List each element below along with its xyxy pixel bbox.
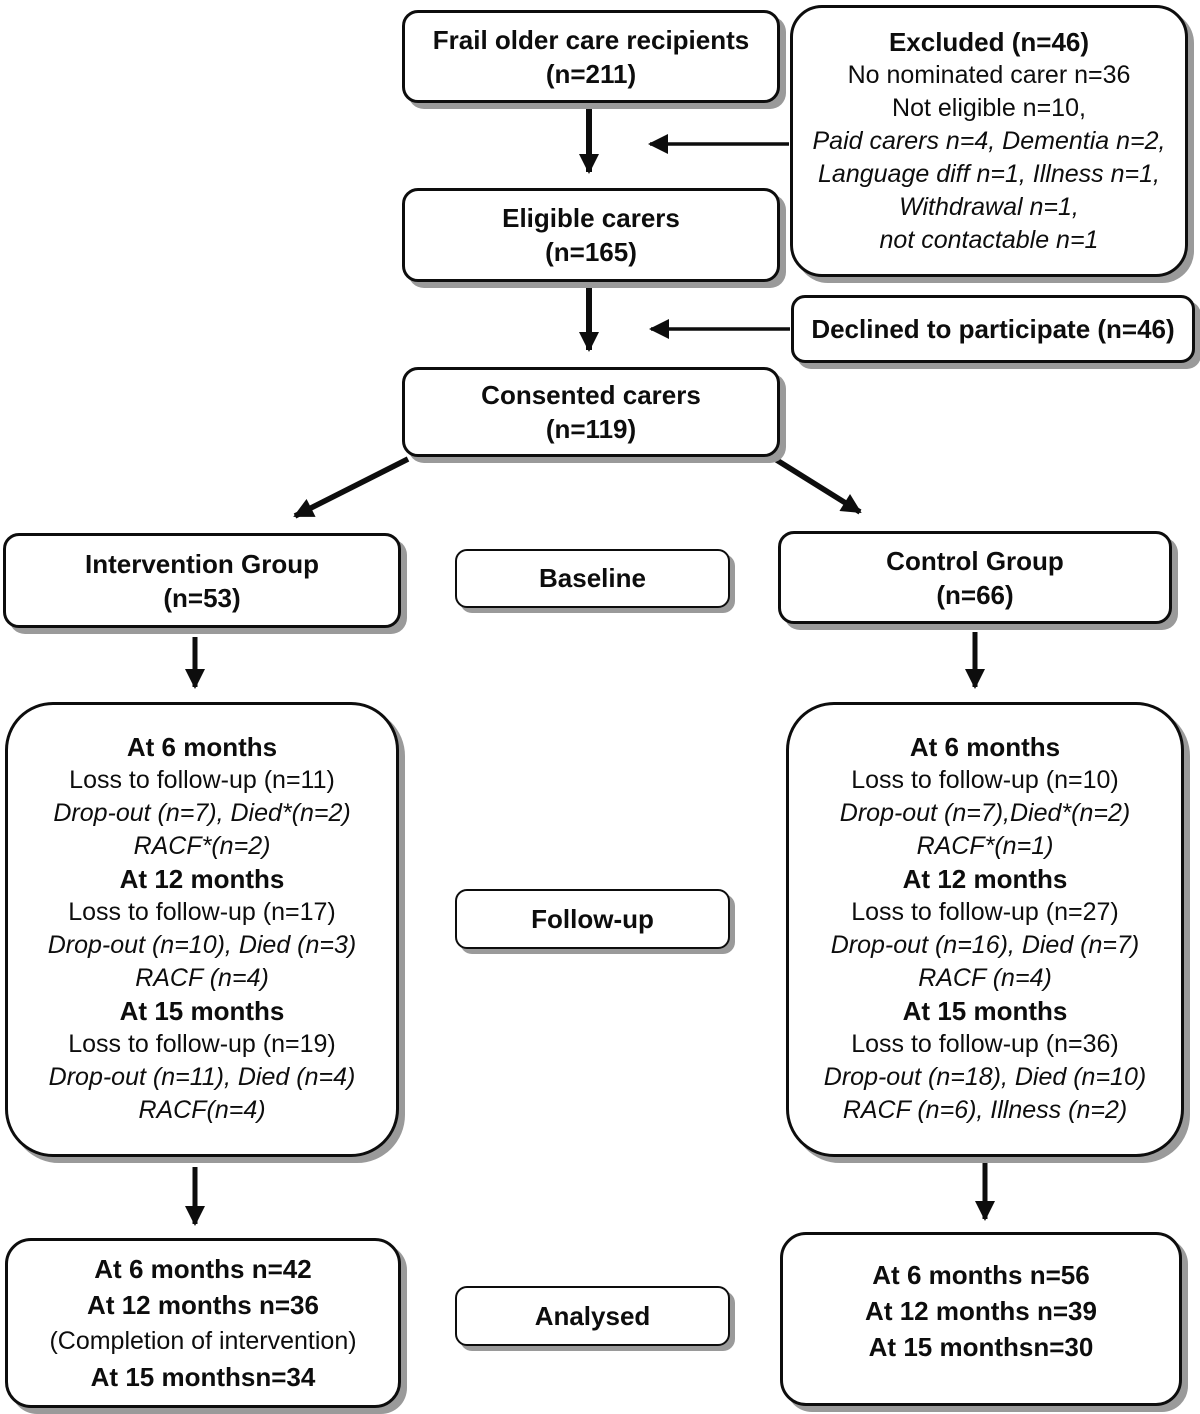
baseline-stage-label: Baseline — [455, 549, 730, 608]
analysed-line: At 12 months n=39 — [865, 1296, 1097, 1326]
intervention-group-box: Intervention Group (n=53) — [3, 533, 401, 628]
followup-heading: At 12 months — [902, 864, 1068, 894]
recruited-count: (n=211) — [545, 58, 637, 89]
control-analysed-box: At 6 months n=56 At 12 months n=39 At 15… — [780, 1232, 1182, 1406]
excluded-line: Language diff n=1, Illness n=1, — [818, 159, 1160, 188]
followup-line: Loss to follow-up (n=19) — [68, 1030, 336, 1058]
followup-line: Loss to follow-up (n=36) — [851, 1030, 1119, 1058]
control-group-box: Control Group (n=66) — [778, 531, 1172, 624]
followup-line: RACF*(n=2) — [133, 832, 271, 860]
analysed-stage-label: Analysed — [455, 1286, 730, 1346]
control-title: Control Group — [886, 545, 1064, 576]
excluded-line: Withdrawal n=1, — [899, 192, 1079, 221]
followup-line: Loss to follow-up (n=27) — [851, 898, 1119, 926]
eligible-count: (n=165) — [545, 237, 637, 267]
followup-line: Loss to follow-up (n=17) — [68, 898, 336, 926]
recruited-title: Frail older care recipients — [432, 24, 750, 55]
excluded-line: not contactable n=1 — [879, 225, 1099, 254]
control-count: (n=66) — [936, 579, 1014, 610]
followup-line: RACF*(n=1) — [916, 832, 1054, 860]
followup-line: Drop-out (n=7), Died*(n=2) — [53, 799, 351, 827]
analysed-line: At 15 monthsn=30 — [868, 1332, 1094, 1362]
arrow-consented-to-intervention — [293, 456, 410, 519]
followup-stage-label: Follow-up — [455, 889, 730, 949]
followup-line: Loss to follow-up (n=11) — [69, 766, 335, 794]
followup-heading: At 12 months — [119, 864, 285, 894]
excluded-title: Excluded (n=46) — [888, 26, 1090, 57]
excluded-line: No nominated carer n=36 — [847, 60, 1131, 89]
control-followup-box: At 6 months Loss to follow-up (n=10) Dro… — [786, 702, 1184, 1157]
followup-line: Drop-out (n=11), Died (n=4) — [48, 1063, 356, 1091]
analysed-line: (Completion of intervention) — [49, 1327, 357, 1355]
followup-line: Drop-out (n=7),Died*(n=2) — [839, 799, 1131, 827]
declined-box: Declined to participate (n=46) — [791, 295, 1195, 363]
followup-line: RACF (n=4) — [135, 964, 269, 992]
excluded-line: Paid carers n=4, Dementia n=2, — [812, 126, 1166, 155]
followup-heading: At 15 months — [119, 996, 285, 1026]
followup-line: Drop-out (n=16), Died (n=7) — [830, 931, 1140, 959]
eligible-box: Eligible carers (n=165) — [402, 188, 780, 282]
analysed-text: Analysed — [534, 1300, 651, 1331]
intervention-title: Intervention Group — [85, 548, 319, 579]
followup-text: Follow-up — [531, 903, 654, 934]
followup-line: Drop-out (n=18), Died (n=10) — [823, 1063, 1147, 1091]
consented-count: (n=119) — [545, 414, 637, 444]
followup-line: RACF(n=4) — [138, 1096, 266, 1124]
declined-label: Declined to participate (n=46) — [811, 314, 1175, 344]
consented-box: Consented carers (n=119) — [402, 367, 780, 457]
excluded-box: Excluded (n=46) No nominated carer n=36 … — [790, 5, 1188, 277]
baseline-text: Baseline — [539, 563, 646, 593]
arrow-consented-to-control — [773, 456, 862, 515]
followup-heading: At 15 months — [902, 996, 1068, 1026]
analysed-line: At 6 months n=42 — [94, 1254, 312, 1284]
intervention-followup-box: At 6 months Loss to follow-up (n=11) Dro… — [5, 702, 399, 1157]
intervention-count: (n=53) — [163, 582, 241, 613]
analysed-line: At 6 months n=56 — [872, 1260, 1090, 1290]
excluded-line: Not eligible n=10, — [892, 93, 1086, 122]
followup-line: RACF (n=6), Illness (n=2) — [842, 1096, 1128, 1124]
consented-title: Consented carers — [481, 380, 701, 410]
followup-line: Loss to follow-up (n=10) — [851, 766, 1119, 794]
recruited-box: Frail older care recipients (n=211) — [402, 10, 780, 103]
followup-heading: At 6 months — [126, 732, 278, 762]
analysed-line: At 15 monthsn=34 — [90, 1362, 316, 1392]
eligible-title: Eligible carers — [502, 203, 680, 233]
followup-heading: At 6 months — [909, 732, 1061, 762]
intervention-analysed-box: At 6 months n=42 At 12 months n=36 (Comp… — [5, 1238, 401, 1408]
followup-line: Drop-out (n=10), Died (n=3) — [47, 931, 357, 959]
analysed-line: At 12 months n=36 — [87, 1290, 319, 1320]
followup-line: RACF (n=4) — [918, 964, 1052, 992]
